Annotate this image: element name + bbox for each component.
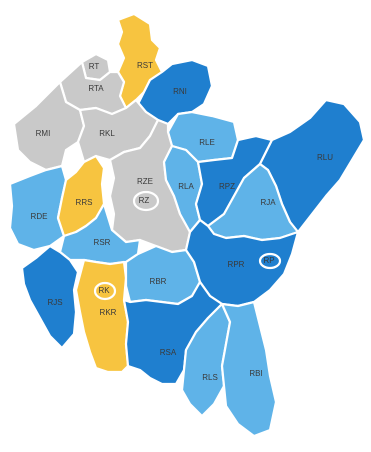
region-rjs[interactable]: [20, 244, 80, 350]
region-rbi[interactable]: [220, 300, 278, 438]
region-rst[interactable]: [116, 12, 164, 110]
label-rle: RLE: [199, 138, 215, 147]
label-rni: RNI: [173, 87, 187, 96]
label-rkr: RKR: [100, 308, 117, 317]
label-rt: RT: [89, 62, 100, 71]
label-rze: RZE: [137, 177, 153, 186]
label-rbi: RBI: [249, 369, 262, 378]
region-rsr[interactable]: [58, 202, 142, 266]
label-rla: RLA: [178, 182, 194, 191]
label-rkl: RKL: [99, 129, 115, 138]
city-marker-rp: [258, 252, 282, 270]
label-rde: RDE: [31, 212, 48, 221]
label-rta: RTA: [88, 84, 104, 93]
label-rsa: RSA: [160, 348, 177, 357]
label-rrs: RRS: [76, 198, 93, 207]
label-rz: RZ: [139, 196, 150, 205]
label-rk: RK: [98, 286, 110, 295]
region-rde[interactable]: [8, 164, 68, 252]
label-rp: RP: [263, 256, 274, 265]
label-rsr: RSR: [94, 238, 111, 247]
label-rbr: RBR: [150, 277, 167, 286]
label-rls: RLS: [202, 373, 218, 382]
label-rpz: RPZ: [219, 182, 235, 191]
label-rst: RST: [137, 61, 153, 70]
label-rlu: RLU: [317, 153, 333, 162]
city-marker-rk: [93, 281, 117, 301]
city-marker-rz: [132, 190, 160, 212]
label-rjs: RJS: [47, 298, 62, 307]
label-rja: RJA: [260, 198, 276, 207]
label-rmi: RMI: [36, 129, 51, 138]
label-rpr: RPR: [228, 260, 245, 269]
